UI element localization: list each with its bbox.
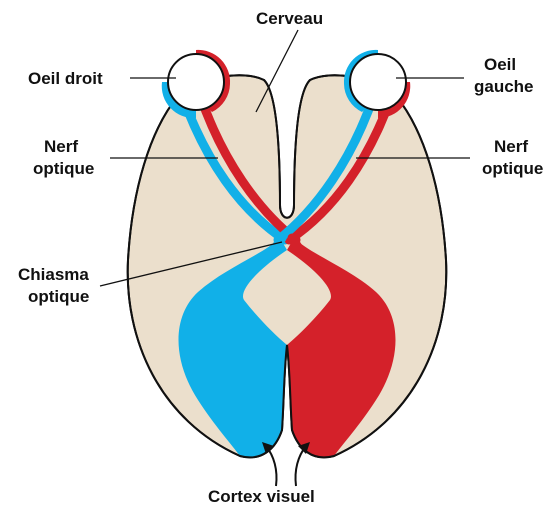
label-cerveau: Cerveau xyxy=(256,9,323,28)
label-cortex-visuel: Cortex visuel xyxy=(208,487,315,506)
label-nerf-right-1: Nerf xyxy=(494,137,528,156)
label-nerf-left-1: Nerf xyxy=(44,137,78,156)
leader-cerveau xyxy=(256,30,298,112)
label-oeil-gauche-1: Oeil xyxy=(484,55,516,74)
label-nerf-left-2: optique xyxy=(33,159,94,178)
label-chiasma-2: optique xyxy=(28,287,89,306)
label-oeil-gauche-2: gauche xyxy=(474,77,534,96)
label-chiasma-1: Chiasma xyxy=(18,265,89,284)
label-oeil-droit: Oeil droit xyxy=(28,69,103,88)
label-nerf-right-2: optique xyxy=(482,159,543,178)
